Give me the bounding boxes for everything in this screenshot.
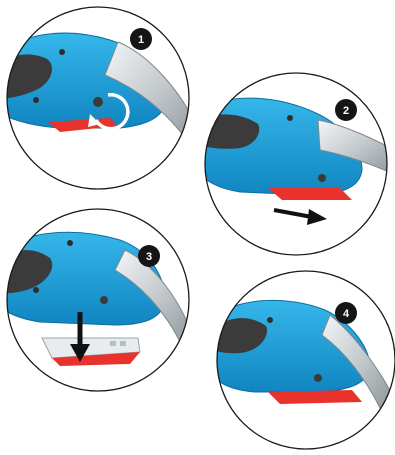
screw-small — [33, 287, 39, 293]
cutter-red-part — [268, 188, 352, 200]
step-2-badge: 2 — [335, 99, 357, 121]
screw — [314, 374, 322, 382]
step-3-badge: 3 — [138, 245, 160, 267]
screw — [93, 97, 103, 107]
screw — [318, 174, 326, 182]
screw-small — [267, 317, 273, 323]
screw-small — [287, 115, 293, 121]
svg-text:2: 2 — [343, 105, 349, 117]
step-1-badge: 1 — [130, 28, 152, 50]
blade-cartridge — [42, 338, 140, 366]
svg-text:1: 1 — [138, 34, 144, 46]
step-1-panel: 1 — [0, 7, 200, 189]
svg-text:3: 3 — [146, 251, 152, 263]
screw-small — [59, 49, 65, 55]
step-3-panel: 3 — [0, 209, 195, 391]
step-4-badge: 4 — [335, 302, 357, 324]
screw-small — [67, 240, 73, 246]
step-4-panel: 4 — [212, 271, 395, 449]
cutter-red-part — [268, 390, 362, 404]
svg-text:4: 4 — [343, 308, 350, 320]
screw — [100, 296, 108, 304]
step-2-panel: 2 — [200, 73, 395, 255]
screw-small — [33, 97, 39, 103]
